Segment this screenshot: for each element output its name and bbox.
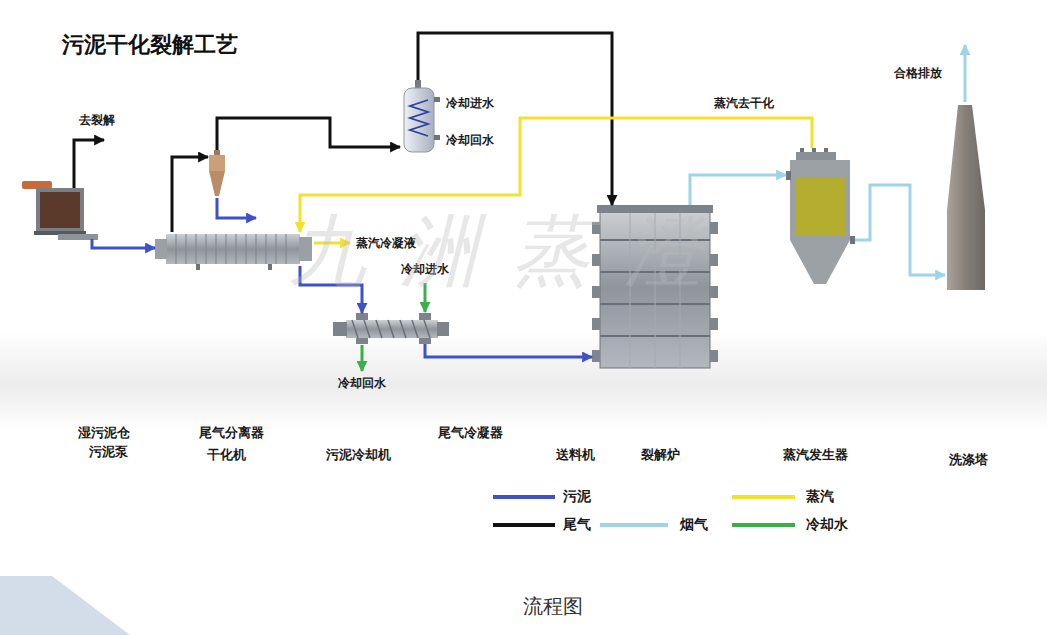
manifold	[796, 152, 836, 160]
cooler-barrel	[346, 320, 438, 338]
equipment-name: 干化机	[207, 447, 246, 463]
dryer-ribs	[176, 234, 286, 264]
feed-chute	[22, 181, 52, 189]
legend-swatch	[732, 495, 795, 499]
legend-text: 尾气	[563, 516, 591, 533]
legend-text: 污泥	[563, 488, 591, 505]
cooler-flange	[333, 322, 347, 336]
exhaust-arrow	[964, 45, 967, 102]
cooler-port	[419, 313, 431, 320]
cyclone-cone	[209, 171, 225, 196]
equipment-node: 尾气分离器	[208, 150, 226, 198]
tower-body	[947, 105, 985, 290]
cooler-flange	[437, 322, 449, 336]
equipment-node: 湿污泥仓污泥泵	[18, 175, 98, 239]
legend-swatch	[493, 523, 555, 527]
legend-swatch	[732, 523, 795, 527]
watermark: 九洲蒸澄	[288, 205, 736, 299]
note-label: 去裂解	[79, 113, 115, 127]
condenser-coil	[410, 100, 428, 136]
edge-label: 蒸汽去干化	[714, 96, 774, 110]
flow-line	[92, 239, 155, 248]
corner-triangle	[0, 576, 130, 635]
equipment-node: 污泥冷却机	[333, 313, 449, 344]
flow-line	[172, 157, 208, 232]
equipment-name: 尾气冷凝器	[438, 425, 503, 441]
equipment-name: 污泥泵	[89, 444, 128, 460]
cooler-screw	[352, 320, 430, 338]
cooler-port	[356, 338, 368, 344]
equipment-node: 尾气冷凝器	[400, 80, 440, 154]
cooler-port	[356, 313, 368, 320]
equipment-name: 蒸汽发生器	[783, 447, 848, 463]
floor-shade	[0, 330, 1047, 430]
generator-window	[795, 178, 845, 236]
caption: 流程图	[523, 594, 583, 618]
equipment-name: 洗涤塔	[949, 452, 988, 468]
equipment-node: 洗涤塔	[945, 105, 987, 291]
note-label: 冷却回水	[338, 376, 386, 390]
note-label: 冷却进水	[446, 96, 494, 110]
generator-nozzle	[786, 171, 791, 180]
flow-line	[425, 344, 592, 357]
diagram-title: 污泥干化裂解工艺	[62, 32, 238, 58]
cooler-port	[419, 338, 431, 344]
bin-sludge	[40, 192, 80, 228]
flow-line	[217, 118, 400, 150]
generator-nozzle	[850, 236, 855, 244]
legend-text: 烟气	[680, 516, 708, 533]
cyclone-body	[209, 155, 225, 171]
equipment-name: 尾气分离器	[199, 425, 264, 441]
dust-out-arrow	[217, 198, 256, 218]
bin-frame	[36, 188, 84, 232]
equipment-node: 蒸汽发生器	[786, 148, 855, 286]
legend-swatch	[600, 523, 668, 527]
equipment-name: 裂解炉	[641, 447, 680, 463]
generator-cone	[790, 240, 850, 284]
condenser-port	[434, 97, 440, 102]
generator-body	[790, 160, 850, 240]
condenser-port	[434, 135, 440, 140]
dryer-drum	[166, 234, 300, 264]
legend-text: 冷却水	[806, 516, 848, 533]
note-label: 冷却回水	[446, 133, 494, 147]
cooling-out-arrow	[361, 345, 364, 371]
note-label: 送料机	[556, 447, 595, 463]
gas-out-arrow	[74, 140, 104, 188]
flow-line	[690, 175, 786, 205]
note-label: 合格排放	[894, 66, 942, 80]
equipment-name: 湿污泥仓	[78, 425, 130, 441]
legend-text: 蒸汽	[806, 488, 834, 505]
dryer-end	[155, 239, 167, 259]
legend-swatch	[493, 495, 555, 499]
condenser-shell	[404, 88, 434, 152]
dryer-legs	[198, 264, 270, 270]
flow-line	[855, 185, 945, 275]
equipment-name: 污泥冷却机	[326, 447, 391, 463]
